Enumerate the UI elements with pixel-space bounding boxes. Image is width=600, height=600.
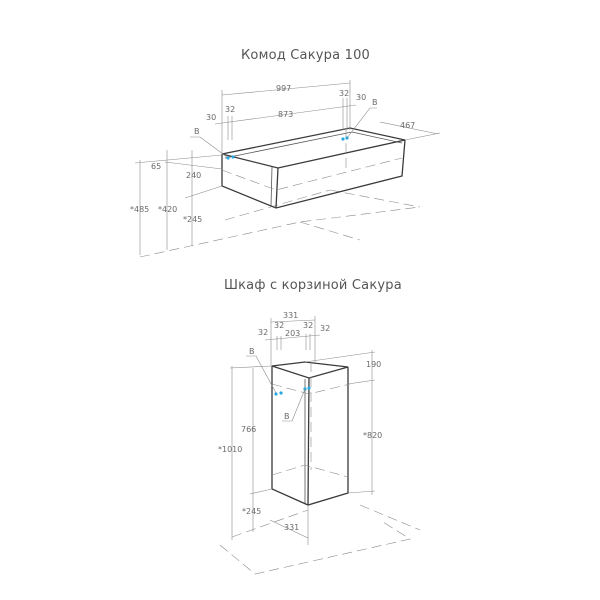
shkaf-body xyxy=(271,361,351,506)
dim-outer-right: 32 xyxy=(320,324,330,333)
dim-total-height: *1010 xyxy=(218,445,242,454)
drawing-title-shkaf: Шкаф с корзиной Сакура xyxy=(224,278,402,293)
komod-body xyxy=(221,127,406,209)
dim-left-offset: 30 xyxy=(206,113,216,122)
dim-floor-gap: *245 xyxy=(242,507,261,516)
dim-overall-width: 331 xyxy=(283,311,298,320)
dim-body-height: 766 xyxy=(241,425,256,434)
dim-depth: 467 xyxy=(400,121,415,130)
dim-inner-width: 873 xyxy=(278,110,293,119)
dim-mount-height: *820 xyxy=(363,431,382,440)
dim-mount-height: *420 xyxy=(158,205,177,214)
mount-label-top: B xyxy=(249,347,255,356)
dim-right-gap: 32 xyxy=(339,89,349,98)
dim-left-gap: 32 xyxy=(225,105,235,114)
mount-point-icon xyxy=(307,386,311,390)
mount-label-bottom: B xyxy=(284,412,290,421)
dim-right-offset: 30 xyxy=(356,93,366,102)
dim-total-height: *485 xyxy=(130,205,149,214)
drawing-title-komod: Комод Сакура 100 xyxy=(241,48,371,63)
mount-point-icon xyxy=(341,137,345,141)
dim-top-to-mount: 65 xyxy=(151,162,161,171)
mount-point-icon xyxy=(231,155,235,159)
dim-top-to-mount: 190 xyxy=(366,360,381,369)
komod-drawing: B B 997 873 32 30 32 30 467 *485 *420 65… xyxy=(130,80,441,258)
dim-inner-width: 203 xyxy=(285,329,300,338)
mount-point-icon xyxy=(279,391,283,395)
mount-label-right: B xyxy=(372,98,378,107)
dim-inner-right: 32 xyxy=(303,321,313,330)
dim-inner-left: 32 xyxy=(274,321,284,330)
mount-label-left: B xyxy=(194,127,200,136)
mount-point-icon xyxy=(274,392,278,396)
dim-height: 240 xyxy=(186,171,201,180)
shkaf-drawing: B B 331 203 32 32 32 32 190 *820 *1010 7… xyxy=(218,311,421,575)
mount-point-icon xyxy=(226,156,230,160)
dim-overall-width: 997 xyxy=(276,84,291,93)
dim-outer-left: 32 xyxy=(258,328,268,337)
dim-floor-gap: *245 xyxy=(183,215,202,224)
dim-bottom-width: 331 xyxy=(284,523,299,532)
